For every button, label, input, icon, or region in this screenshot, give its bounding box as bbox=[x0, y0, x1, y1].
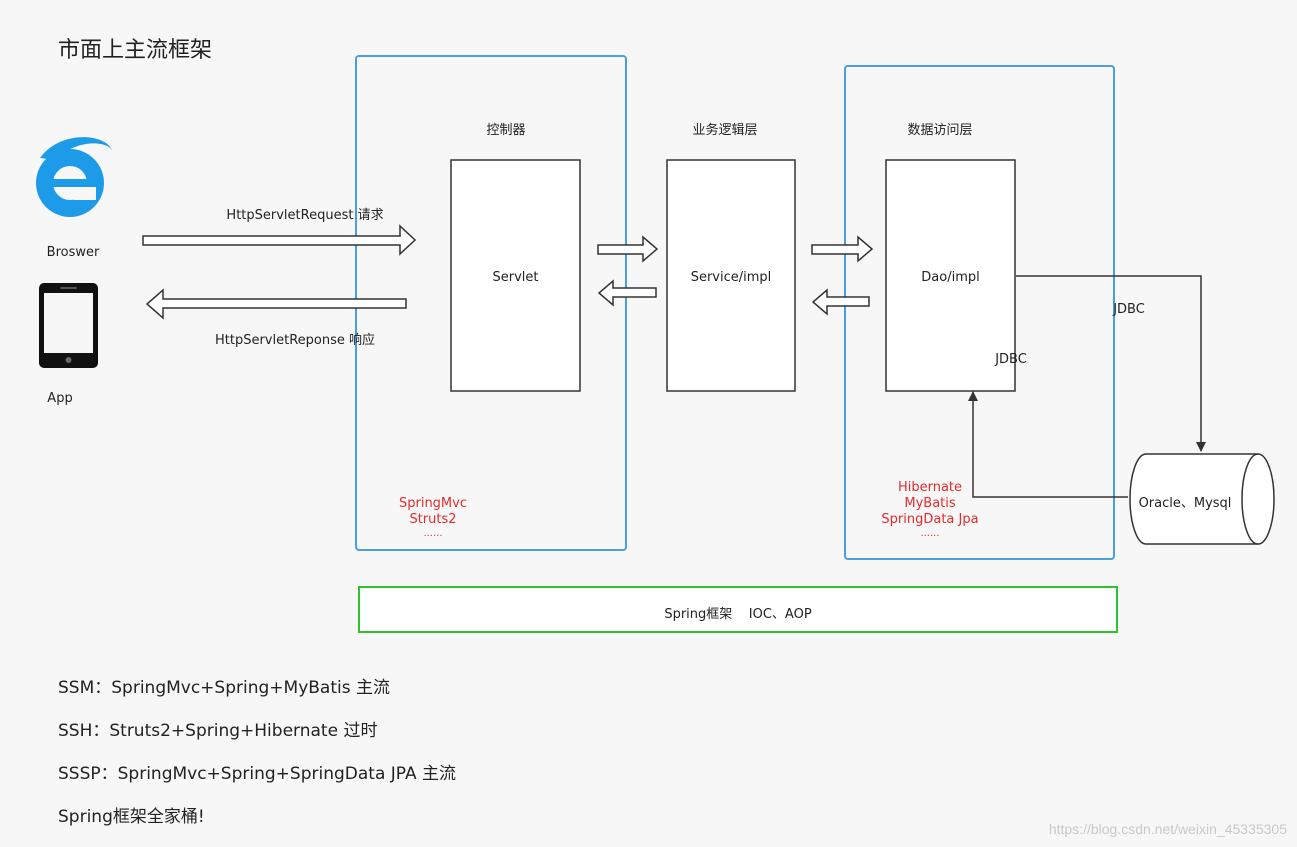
framework-springmvc: SpringMvc bbox=[398, 496, 467, 511]
app-label: App bbox=[47, 391, 73, 406]
http-request-label: HttpServletRequest 请求 bbox=[226, 208, 384, 223]
controller-header: 控制器 bbox=[486, 123, 526, 138]
db-to-dao-line bbox=[968, 391, 1128, 498]
watermark: https://blog.csdn.net/weixin_45335305 bbox=[1048, 821, 1287, 837]
framework-ellipsis: ...... bbox=[920, 528, 940, 539]
framework-mybatis: MyBatis bbox=[904, 496, 956, 511]
servlet-box bbox=[450, 159, 581, 392]
dao-jdbc-label: JDBC bbox=[995, 352, 1027, 367]
note-sssp: SSSP：SpringMvc+Spring+SpringData JPA 主流 bbox=[58, 764, 456, 784]
dao-to-service-arrow bbox=[811, 288, 870, 316]
framework-springdata-jpa: SpringData Jpa bbox=[881, 512, 979, 527]
database-cylinder bbox=[1129, 453, 1275, 545]
page-title: 市面上主流框架 bbox=[58, 38, 213, 63]
dao-frameworks: Hibernate MyBatis SpringData Jpa ...... bbox=[870, 480, 990, 540]
service-to-servlet-arrow bbox=[597, 279, 657, 307]
browser-icon bbox=[36, 137, 112, 217]
controller-frameworks: SpringMvc Struts2 ...... bbox=[380, 496, 486, 540]
note-ssh: SSH：Struts2+Spring+Hibernate 过时 bbox=[58, 721, 378, 741]
jdbc-label: JDBC bbox=[1113, 302, 1145, 317]
dao-to-db-line bbox=[1016, 275, 1206, 452]
note-spring-family: Spring框架全家桶! bbox=[58, 807, 205, 827]
framework-struts2: Struts2 bbox=[409, 512, 457, 527]
dao-label: Dao/impl bbox=[921, 270, 980, 285]
servlet-label: Servlet bbox=[492, 270, 539, 285]
request-arrow bbox=[142, 224, 417, 256]
framework-hibernate: Hibernate bbox=[897, 480, 963, 495]
http-response-label: HttpServletReponse 响应 bbox=[214, 333, 375, 348]
spring-bar-label: Spring框架 IOC、AOP bbox=[664, 607, 812, 622]
spring-bar bbox=[358, 586, 1118, 633]
service-box bbox=[666, 159, 796, 392]
browser-label: Broswer bbox=[46, 245, 100, 260]
dao-container bbox=[844, 65, 1115, 560]
app-phone-icon bbox=[39, 283, 98, 368]
database-label: Oracle、Mysql bbox=[1138, 496, 1232, 511]
framework-ellipsis: ...... bbox=[423, 528, 443, 539]
service-to-dao-arrow bbox=[811, 235, 874, 263]
note-ssm: SSM：SpringMvc+Spring+MyBatis 主流 bbox=[58, 678, 390, 698]
dao-header: 数据访问层 bbox=[907, 123, 973, 138]
service-label: Service/impl bbox=[690, 270, 772, 285]
service-header: 业务逻辑层 bbox=[692, 123, 758, 138]
dao-box bbox=[885, 159, 1016, 392]
servlet-to-service-arrow bbox=[597, 235, 659, 263]
response-arrow bbox=[145, 288, 407, 320]
